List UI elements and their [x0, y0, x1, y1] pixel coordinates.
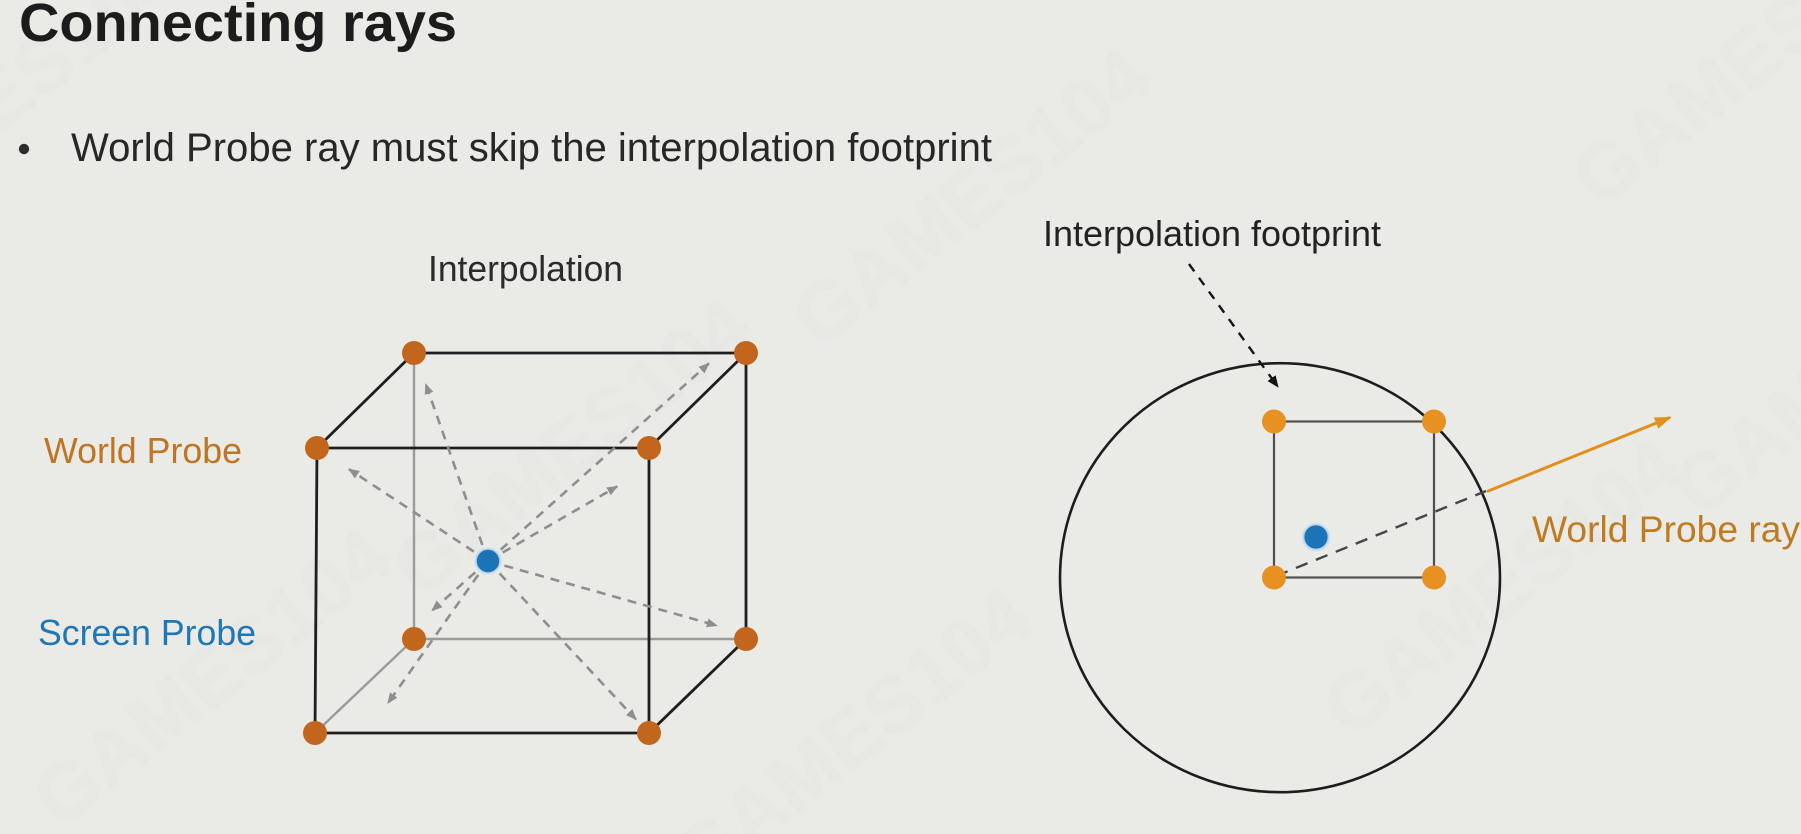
- svg-text:Interpolation footprint: Interpolation footprint: [1043, 213, 1381, 254]
- svg-text:World Probe: World Probe: [44, 430, 242, 471]
- svg-text:Interpolation: Interpolation: [428, 248, 623, 289]
- svg-text:World Probe ray: World Probe ray: [1532, 509, 1800, 550]
- svg-text:Connecting rays: Connecting rays: [19, 0, 457, 53]
- svg-text:Screen Probe: Screen Probe: [38, 612, 256, 653]
- svg-text:World Probe ray must skip the: World Probe ray must skip the interpolat…: [71, 126, 992, 170]
